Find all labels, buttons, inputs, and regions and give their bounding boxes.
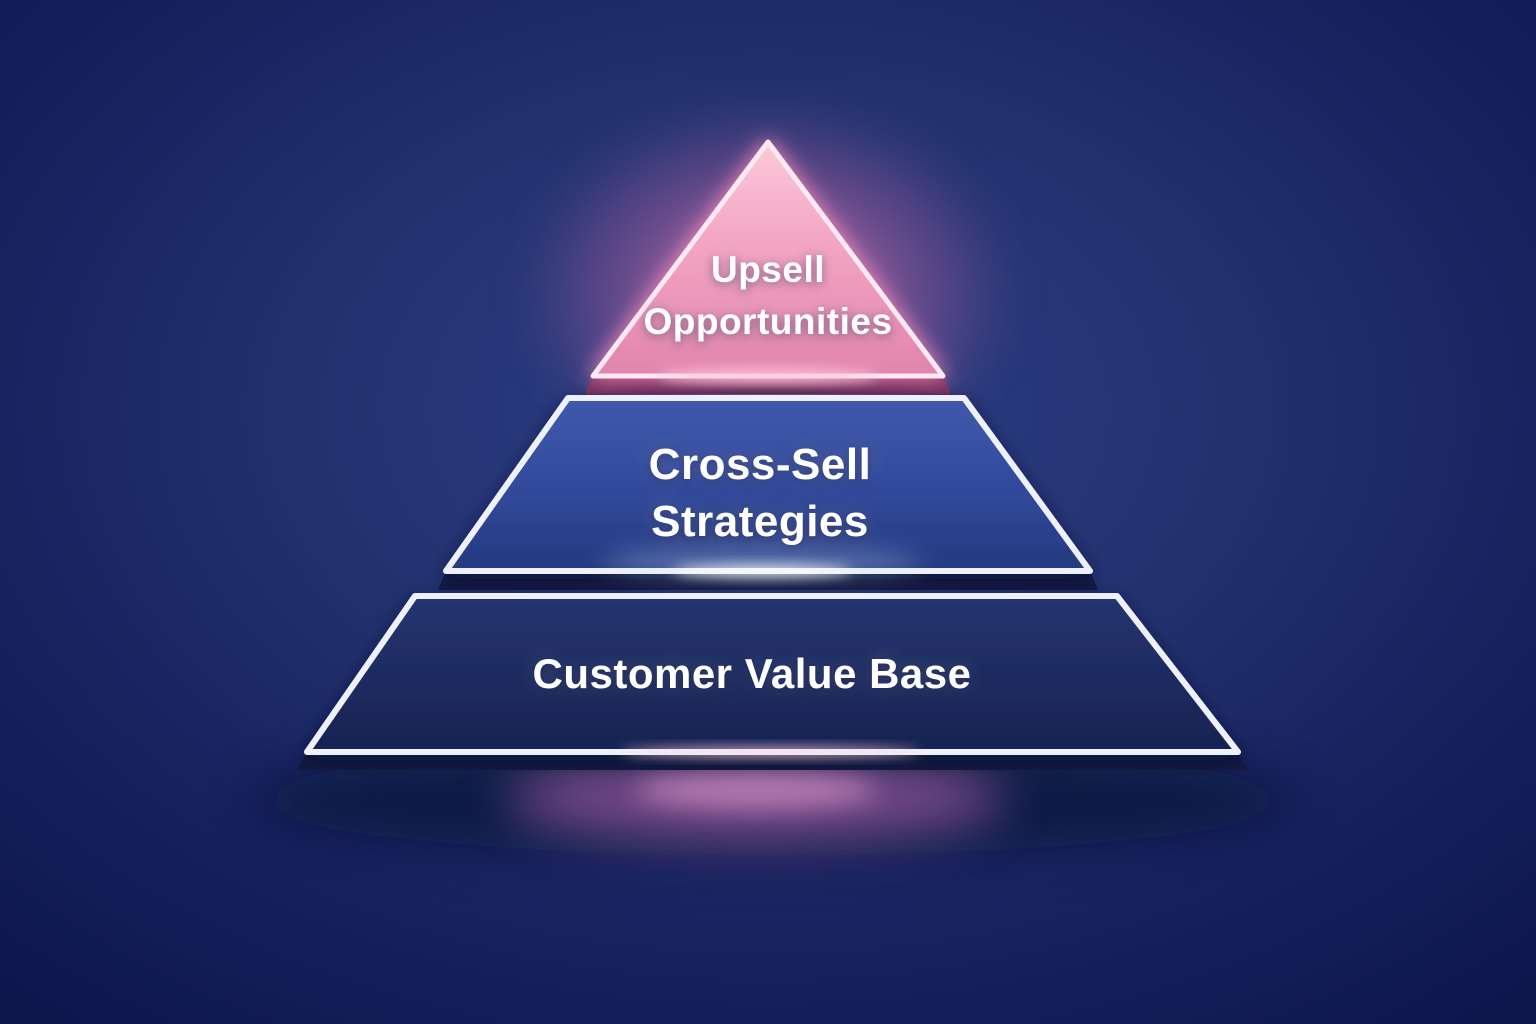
- tier-middle-edge-flare: [672, 565, 852, 577]
- tier-middle-label-line1: Cross-Sell: [648, 440, 872, 489]
- floor-glow-core: [636, 772, 876, 808]
- tier-bottom-underside: [297, 752, 1248, 770]
- tier-top-label: Upsell Opportunities: [643, 244, 892, 348]
- tier-bottom-edge-flare: [620, 747, 920, 757]
- tier-middle-shape: [443, 395, 1093, 574]
- tier-middle-underside: [438, 571, 1098, 590]
- tier-top-underside: [585, 376, 951, 394]
- tier-bottom-label: Customer Value Base: [532, 648, 971, 700]
- tier-bottom-shape: [304, 593, 1241, 755]
- tier-top-base-flare: [658, 368, 878, 384]
- tier-top-label-line2: Opportunities: [643, 301, 893, 342]
- tier-middle-label-line2: Strategies: [651, 497, 869, 546]
- tier-top-label-line1: Upsell: [710, 249, 826, 290]
- tier-middle-label: Cross-Sell Strategies: [649, 436, 872, 550]
- tier-bottom-label-line1: Customer Value Base: [532, 650, 972, 697]
